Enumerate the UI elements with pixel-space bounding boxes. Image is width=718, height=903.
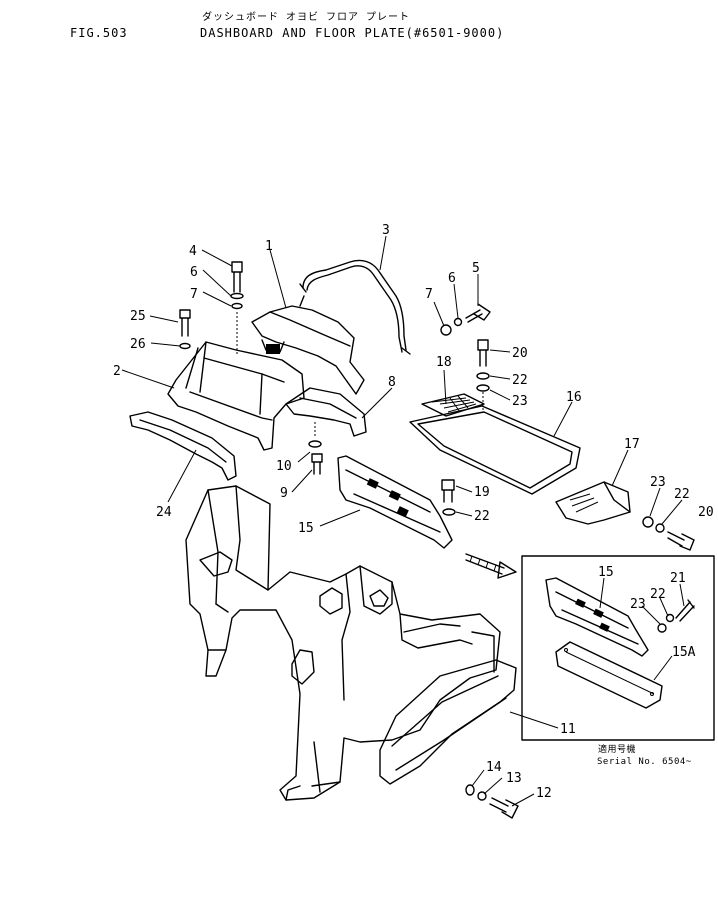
part-11-side-cover <box>379 659 517 785</box>
inset-detail-box <box>521 555 715 741</box>
callout-6: 6 <box>190 265 198 280</box>
callout-19: 19 <box>474 485 490 500</box>
callout-20a: 20 <box>512 346 528 361</box>
callout-11: 11 <box>560 722 576 737</box>
callout-24: 24 <box>156 505 172 520</box>
direction-arrow <box>465 553 517 579</box>
callout-22c: 22 <box>474 509 490 524</box>
callout-23a: 23 <box>512 394 528 409</box>
callout-14: 14 <box>486 760 502 775</box>
callout-10: 10 <box>276 459 292 474</box>
figure-number: FIG.503 <box>70 26 128 40</box>
callout-7b: 7 <box>425 287 433 302</box>
callout-22d: 22 <box>650 587 666 602</box>
part-17-step-plate <box>555 481 631 525</box>
fasteners <box>179 261 695 819</box>
callout-15A: 15A <box>672 645 696 660</box>
inset-note-heading: 適用号機 <box>598 743 636 755</box>
figure-title: DASHBOARD AND FLOOR PLATE(#6501-9000) <box>200 26 504 40</box>
title-katakana: ダッシュボード オヨビ フロア プレート <box>202 10 410 23</box>
part-15-floor-plate <box>337 455 453 549</box>
inset-note-serial: Serial No. 6504~ <box>597 757 692 767</box>
part-1-dash-cover <box>251 295 365 395</box>
part-3-handle <box>299 259 411 355</box>
callout-5: 5 <box>472 261 480 276</box>
callout-3: 3 <box>382 223 390 238</box>
callout-1: 1 <box>265 239 273 254</box>
callout-26: 26 <box>130 337 146 352</box>
callout-15: 15 <box>298 521 314 536</box>
callout-labels: 4 6 7 1 3 25 26 2 7 6 5 8 10 9 24 18 20 … <box>113 223 714 801</box>
callout-leader-lines <box>121 235 685 807</box>
callout-20b: 20 <box>698 505 714 520</box>
callout-23c: 23 <box>630 597 646 612</box>
part-2-dash-box <box>167 341 305 451</box>
part-8-side-bracket <box>285 387 367 437</box>
callout-25: 25 <box>130 309 146 324</box>
callout-4: 4 <box>189 244 197 259</box>
callout-23b: 23 <box>650 475 666 490</box>
callout-18: 18 <box>436 355 452 370</box>
callout-6b: 6 <box>448 271 456 286</box>
callout-2: 2 <box>113 364 121 379</box>
callout-17: 17 <box>624 437 640 452</box>
callout-22a: 22 <box>512 373 528 388</box>
callout-13: 13 <box>506 771 522 786</box>
part-16-floor-mat <box>409 405 581 495</box>
machine-frame <box>185 485 501 801</box>
callout-8: 8 <box>388 375 396 390</box>
callout-22b: 22 <box>674 487 690 502</box>
part-24-front-rail <box>129 411 237 481</box>
part-18-inspection-cover <box>421 393 485 417</box>
callout-9: 9 <box>280 486 288 501</box>
callout-15-inset: 15 <box>598 565 614 580</box>
callout-7: 7 <box>190 287 198 302</box>
callout-16: 16 <box>566 390 582 405</box>
callout-21: 21 <box>670 571 686 586</box>
callout-12: 12 <box>536 786 552 801</box>
